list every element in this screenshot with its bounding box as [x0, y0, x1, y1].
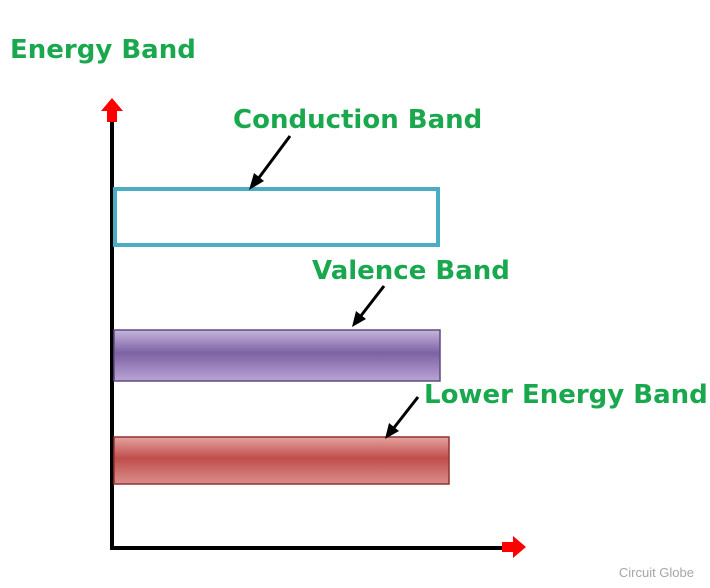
- x-axis-arrowhead-icon: [502, 536, 526, 558]
- valence-band-label: Valence Band: [312, 256, 510, 286]
- lower-energy-band-bar: [113, 436, 450, 485]
- y-axis-arrowhead-icon: [101, 98, 123, 122]
- watermark: Circuit Globe: [618, 565, 694, 580]
- lower-energy-band-label: Lower Energy Band: [424, 380, 708, 410]
- conduction-band-bar: [113, 187, 440, 247]
- conduction-band-label: Conduction Band: [233, 105, 483, 135]
- conduction-pointer-arrow: [249, 135, 292, 190]
- valence-band-bar: [113, 329, 441, 382]
- valence-pointer-arrow: [352, 285, 386, 327]
- lower-band-pointer-arrow: [385, 396, 420, 439]
- diagram-title: Energy Band: [10, 35, 196, 65]
